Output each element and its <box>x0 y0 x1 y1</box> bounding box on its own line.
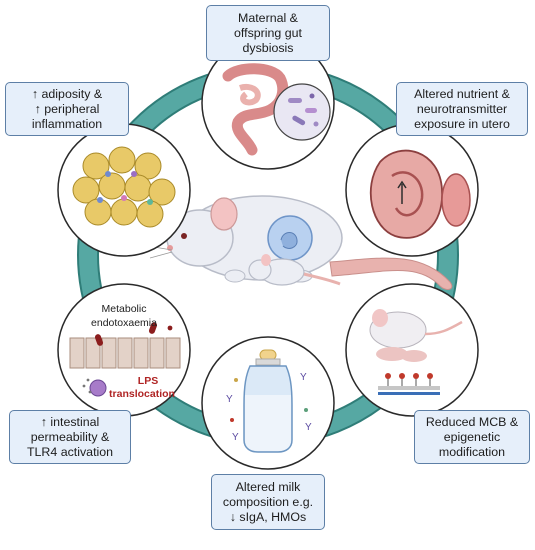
panel-milk-bottle: Y Y Y Y <box>201 336 335 470</box>
panel-intestine <box>57 283 191 417</box>
panel-mice <box>345 283 479 417</box>
label-mcb: Reduced MCB & epigenetic modification <box>414 410 530 464</box>
label-adiposity-text: ↑ adiposity & ↑ peripheral inflammation <box>31 86 103 131</box>
label-adiposity: ↑ adiposity & ↑ peripheral inflammation <box>5 82 129 136</box>
label-nutrient-exposure-text: Altered nutrient & neurotransmitter expo… <box>414 86 510 131</box>
label-milk-composition: Altered milk composition e.g. ↓ sIgA, HM… <box>211 474 325 530</box>
panel-uterus <box>345 123 479 257</box>
label-gut-dysbiosis-text: Maternal & offspring gut dysbiosis <box>234 10 302 55</box>
svg-text:Y: Y <box>226 394 233 405</box>
svg-text:Y: Y <box>305 422 312 433</box>
translocation-text: translocation <box>109 388 175 400</box>
central-mouse <box>147 195 453 290</box>
svg-text:Y: Y <box>300 372 307 383</box>
label-milk-composition-text: Altered milk composition e.g. ↓ sIgA, HM… <box>222 479 314 524</box>
lps-text: LPS <box>138 375 158 387</box>
metabolic-text: Metabolic <box>102 303 147 315</box>
label-intestinal-permeability: ↑ intestinal permeability & TLR4 activat… <box>9 410 131 464</box>
label-gut-dysbiosis: Maternal & offspring gut dysbiosis <box>206 5 330 61</box>
panel-adipose <box>57 123 191 257</box>
label-nutrient-exposure: Altered nutrient & neurotransmitter expo… <box>396 82 528 136</box>
label-mcb-text: Reduced MCB & epigenetic modification <box>425 414 519 459</box>
svg-text:Y: Y <box>232 432 239 443</box>
panel-gut <box>201 36 335 170</box>
label-intestinal-permeability-text: ↑ intestinal permeability & TLR4 activat… <box>26 414 114 459</box>
endotoxaemia-text: endotoxaemia <box>91 317 157 329</box>
